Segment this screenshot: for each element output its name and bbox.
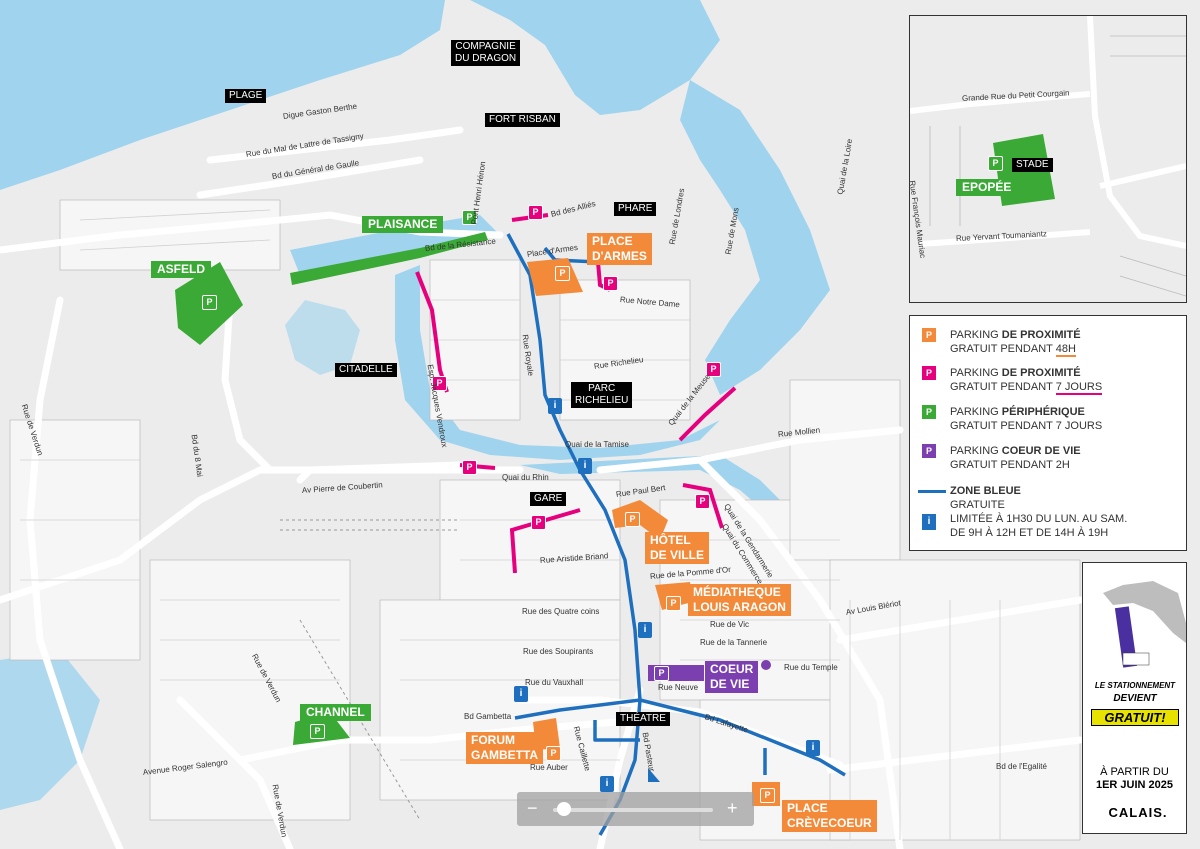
- parking-badge[interactable]: P: [706, 362, 721, 377]
- label-plage: PLAGE: [225, 89, 267, 103]
- parking-badge[interactable]: P: [531, 515, 546, 530]
- parking-badge[interactable]: P: [202, 295, 217, 310]
- street-label: Rue de Vic: [710, 620, 749, 629]
- legend-zone-line: [918, 490, 946, 493]
- zone-bleue-sign: i: [600, 776, 614, 792]
- harbour-channel: [680, 80, 830, 395]
- street-label: Rue des Soupirants: [523, 647, 594, 656]
- promo-box: LE STATIONNEMENT DEVIENT GRATUIT! À PART…: [1082, 562, 1187, 834]
- street-label: Rue des Quatre coins: [522, 607, 600, 616]
- label-plaisance[interactable]: PLAISANCE: [362, 216, 444, 233]
- label-fort-risban: FORT RISBAN: [485, 113, 560, 127]
- promo-date-main: 1ER JUIN 2025: [1095, 779, 1174, 791]
- street-label: Rue du Temple: [784, 663, 838, 672]
- minor-roads: [20, 209, 1001, 840]
- parking-badge[interactable]: P: [546, 746, 561, 761]
- citadel-moat: [285, 300, 360, 375]
- zoom-out-button[interactable]: −: [527, 798, 538, 818]
- parking-badge[interactable]: P: [760, 788, 775, 803]
- label-citadelle: CITADELLE: [335, 363, 397, 377]
- zone-bleue-sign: i: [806, 740, 820, 756]
- parking-badge[interactable]: P: [432, 376, 447, 391]
- street-label: Quai de la Tamise: [565, 440, 629, 449]
- legend-parking-icon: P: [922, 444, 936, 458]
- promo-illustration: [1103, 581, 1186, 668]
- harbour-basin: [470, 0, 720, 115]
- zoom-track[interactable]: [553, 808, 713, 812]
- parking-badge[interactable]: P: [695, 494, 710, 509]
- zone-bleue-sign: i: [578, 458, 592, 474]
- street-label: Rue Neuve: [658, 683, 699, 692]
- street-label: Rue du Vauxhall: [525, 678, 584, 687]
- street-label: Rue de la Tannerie: [700, 638, 768, 647]
- label-stade: STADE: [1012, 158, 1053, 172]
- promo-line1: LE STATIONNEMENT: [1094, 681, 1176, 690]
- legend-zone-sign: i: [922, 514, 936, 530]
- parking-badge[interactable]: P: [654, 666, 669, 681]
- zone-bleue-sign: i: [548, 398, 562, 414]
- parking-badge[interactable]: P: [462, 210, 477, 225]
- parking-badge[interactable]: P: [666, 596, 681, 611]
- parking-badge[interactable]: P: [603, 276, 618, 291]
- promo-line3: GRATUIT!: [1091, 709, 1179, 726]
- sea: [0, 0, 445, 190]
- zoom-handle[interactable]: [557, 802, 571, 816]
- inset-svg: [910, 16, 1186, 302]
- promo-brand: CALAIS.: [1108, 805, 1168, 820]
- street-label: Bd Gambetta: [464, 712, 512, 721]
- parking-badge[interactable]: P: [988, 156, 1003, 171]
- legend-parking-icon: P: [922, 328, 936, 342]
- legend-parking-icon: P: [922, 366, 936, 380]
- parking-badge[interactable]: P: [625, 512, 640, 527]
- zoom-control[interactable]: − +: [517, 792, 754, 826]
- zone-bleue-sign: i: [514, 686, 528, 702]
- zoom-in-button[interactable]: +: [727, 798, 738, 818]
- canal-ring: [395, 265, 720, 460]
- bottom-left-water: [0, 650, 100, 810]
- label-epopee[interactable]: EPOPÉE: [956, 179, 1018, 196]
- promo-line2: DEVIENT: [1113, 693, 1157, 704]
- legend-parking-icon: P: [922, 405, 936, 419]
- label-gare: GARE: [530, 492, 567, 506]
- parking-badge[interactable]: P: [310, 724, 325, 739]
- parking-badge[interactable]: P: [462, 460, 477, 475]
- promo-date-pre: À PARTIR DU: [1100, 766, 1169, 778]
- inset-map[interactable]: P STADE EPOPÉE Grande Rue du Petit Courg…: [909, 15, 1187, 303]
- street-label: Quai du Rhin: [502, 473, 549, 482]
- label-channel[interactable]: CHANNEL: [300, 704, 371, 721]
- parking-badge[interactable]: P: [555, 266, 570, 281]
- canal-south: [520, 455, 830, 565]
- label-asfeld[interactable]: ASFELD: [151, 261, 211, 278]
- label-theatre: THÉATRE: [616, 712, 670, 726]
- zone-bleue-sign: i: [638, 622, 652, 638]
- street-label: Rue Auber: [530, 763, 568, 772]
- parking-badge[interactable]: P: [528, 205, 543, 220]
- label-phare: PHARE: [614, 202, 657, 216]
- street-label: Bd de l'Egalité: [996, 762, 1047, 771]
- coeur-de-vie-dot: [761, 660, 771, 670]
- blue-triangle: [648, 768, 660, 782]
